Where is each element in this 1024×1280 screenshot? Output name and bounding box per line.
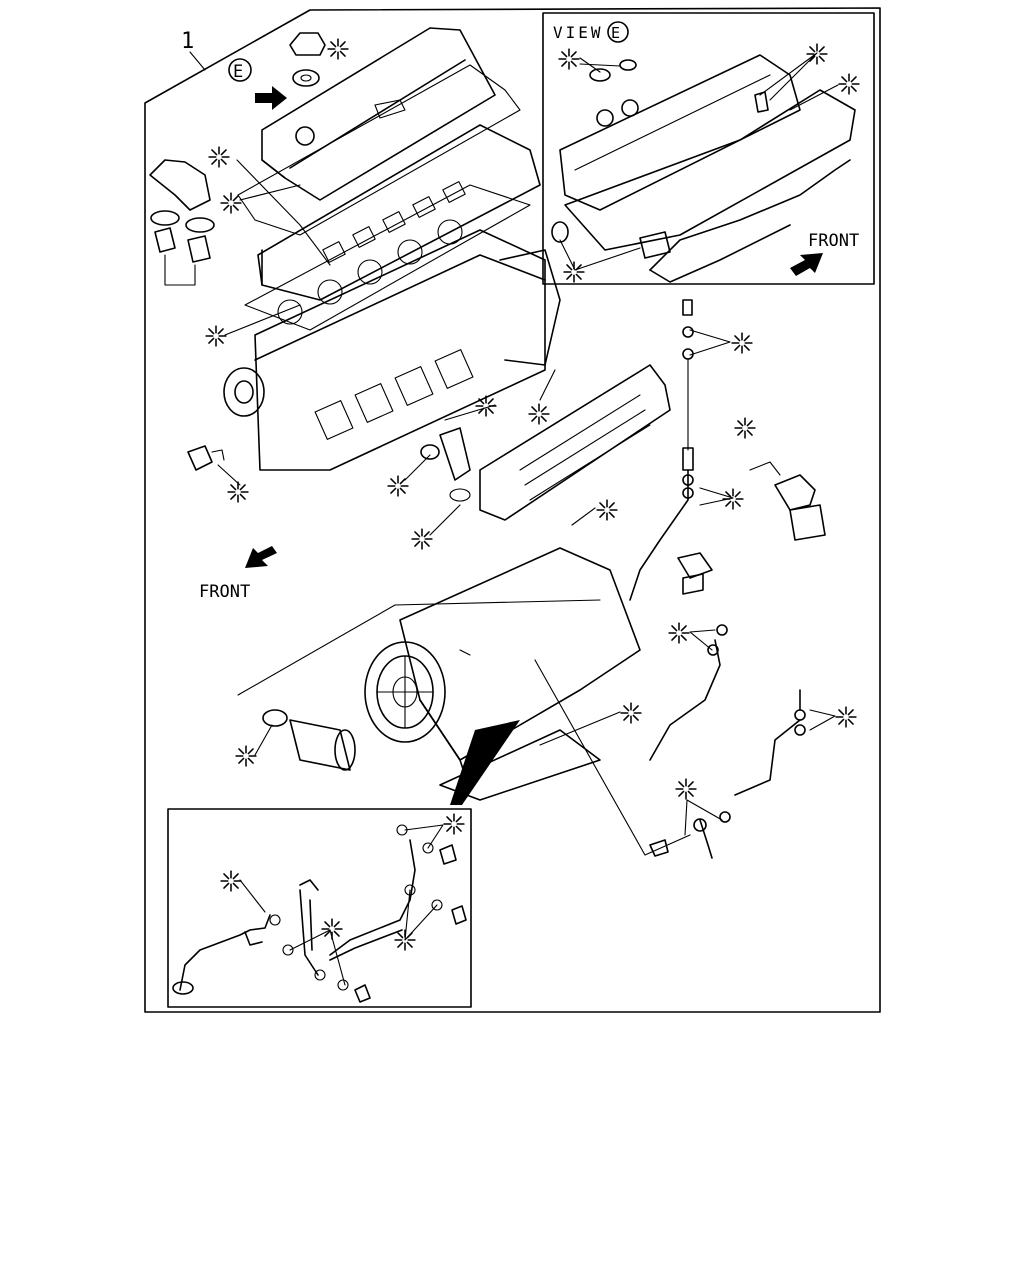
kit-marker: [731, 332, 753, 354]
intake-manifold-view: [559, 54, 801, 211]
view-direction-arrow: [255, 86, 287, 110]
head-cover-gasket: [237, 64, 521, 236]
view-e-label: VIEW: [553, 23, 604, 42]
kit-marker: [835, 706, 857, 728]
kit-outline-frame: [144, 7, 881, 1013]
kit-marker: [411, 528, 433, 550]
view-e-marker: E: [228, 58, 252, 82]
view-e-inset-frame: [542, 12, 875, 285]
sensor-fitting: [187, 445, 225, 471]
front-arrow-left: [245, 546, 277, 568]
kit-marker: [235, 745, 257, 767]
detail-inset-frame: [167, 808, 472, 1008]
kit-marker: [387, 475, 409, 497]
kit-marker: [806, 43, 828, 65]
kit-marker: [620, 702, 642, 724]
kit-marker: [220, 870, 242, 892]
front-label-left: FRONT: [199, 582, 250, 602]
kit-marker: [208, 146, 230, 168]
head-gasket: [244, 184, 531, 331]
kit-marker: [563, 261, 585, 283]
spin-on-filter: [749, 461, 826, 541]
oil-filler-cap: [289, 32, 326, 87]
view-e-marker-letter: E: [233, 62, 243, 82]
oil-filter-element: [262, 709, 356, 771]
kit-marker: [443, 813, 465, 835]
kit-markers: [205, 38, 860, 951]
exhaust-manifold-view: [551, 89, 856, 283]
part-number-label: 1: [181, 29, 194, 54]
kit-marker: [596, 499, 618, 521]
kit-marker: [734, 417, 756, 439]
callout-wedge: [450, 720, 520, 805]
kit-marker: [675, 778, 697, 800]
oil-cooler: [479, 364, 671, 521]
kit-marker: [227, 481, 249, 503]
turbo-oil-pipe: [649, 624, 806, 859]
view-e-label-marker-letter: E: [611, 24, 620, 42]
view-e-label-marker: E: [607, 21, 629, 43]
kit-marker: [528, 403, 550, 425]
kit-marker: [220, 192, 242, 214]
leader-lines: [217, 52, 839, 986]
cylinder-head-cover: [261, 27, 496, 201]
part-number-leader: [189, 51, 206, 71]
front-label-inset: FRONT: [808, 231, 859, 251]
leader-turbo: [534, 659, 691, 856]
detail-pipes: [172, 824, 467, 1003]
kit-marker: [668, 622, 690, 644]
cylinder-head: [257, 124, 541, 301]
kit-marker: [558, 48, 580, 70]
engine-assembly: [364, 547, 641, 801]
kit-marker: [838, 73, 860, 95]
fuel-filter-assembly: [677, 552, 713, 595]
crank-pulley: [223, 367, 265, 417]
kit-marker: [327, 38, 349, 60]
oil-pipe-right: [629, 299, 694, 601]
cylinder-block: [254, 229, 561, 471]
leader-oil-filter: [237, 599, 601, 696]
water-outlet-pipe: [420, 427, 471, 502]
kit-marker: [205, 325, 227, 347]
front-arrow-inset: [790, 253, 823, 276]
thermostat-housing: [149, 159, 215, 286]
